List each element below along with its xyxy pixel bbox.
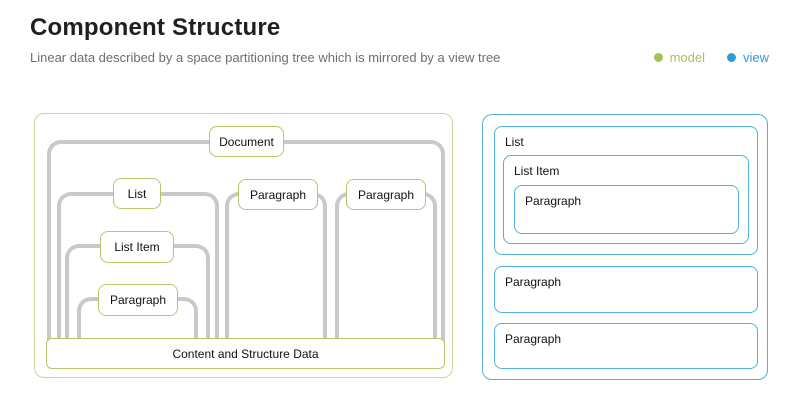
view-box-paragraph-3: Paragraph [494,323,758,369]
view-box-paragraph-nested-label: Paragraph [525,194,582,208]
model-diagram-panel: Document List Paragraph Paragraph List I… [34,113,453,378]
model-legend-dot-icon [653,53,663,62]
view-box-paragraph-2: Paragraph [494,266,758,313]
model-node-list: List [113,178,161,209]
view-box-list-item-label: List Item [514,164,560,178]
connector-paragraph-mid-loop [225,192,327,343]
model-node-list-item: List Item [100,231,174,263]
view-box-paragraph-3-label: Paragraph [505,332,562,346]
model-node-paragraph-left: Paragraph [98,284,178,316]
view-box-list-label: List [505,135,524,149]
view-legend-label: view [742,50,769,65]
legend-item-view: view [726,50,769,65]
legend: model view [653,50,769,65]
page-subtitle: Linear data described by a space partiti… [30,50,501,65]
view-diagram-panel: List List Item Paragraph Paragraph Parag… [482,114,768,380]
view-box-paragraph-nested: Paragraph [514,185,739,234]
view-legend-dot-icon [726,53,736,62]
content-structure-data-bar: Content and Structure Data [46,338,445,369]
view-box-paragraph-2-label: Paragraph [505,275,562,289]
model-node-paragraph-right: Paragraph [346,179,426,210]
model-node-paragraph-mid: Paragraph [238,179,318,210]
page-title: Component Structure [30,14,281,41]
connector-paragraph-right-loop [335,192,437,343]
model-legend-label: model [669,50,705,65]
legend-item-model: model [653,50,705,65]
model-node-document: Document [209,126,284,157]
